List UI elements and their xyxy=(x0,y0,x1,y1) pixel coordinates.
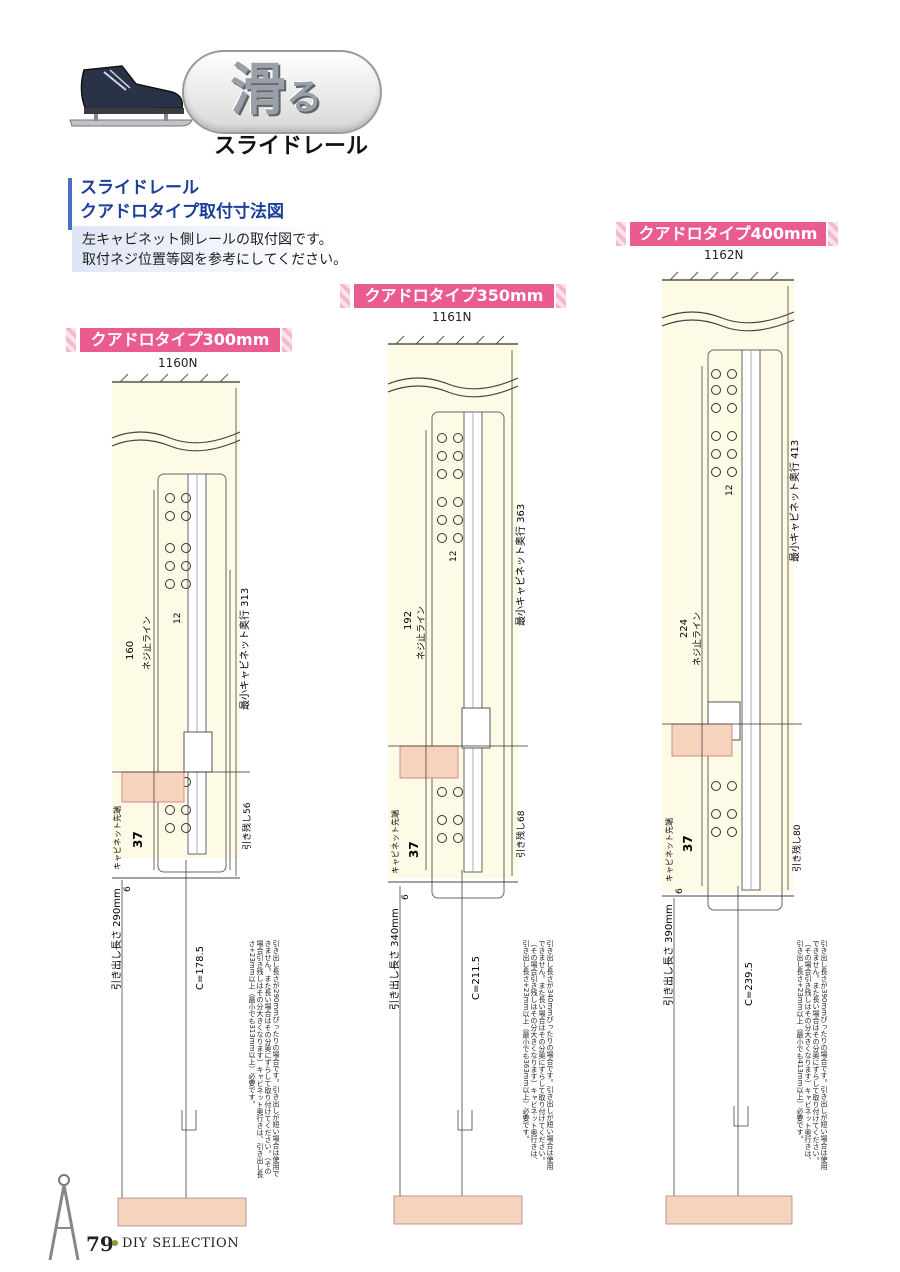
dim-6: 6 xyxy=(675,888,685,894)
section-title: スライドレール クアドロタイプ取付寸法図 xyxy=(80,176,284,224)
section-title-line1: スライドレール xyxy=(80,178,199,198)
leftover-label: 引き残し80 xyxy=(791,824,803,872)
section-description: 左キャビネット側レールの取付図です。 取付ネジ位置等図を参考にしてください。 xyxy=(82,230,347,270)
drawing-400mm: 224 ネジ止ライン 最小キャビネット奥行 413 引き残し80 キャビネット先… xyxy=(661,271,803,1225)
label-decoration xyxy=(828,222,838,246)
dim-6: 6 xyxy=(123,886,133,892)
front-highlight xyxy=(121,771,185,803)
label-decoration xyxy=(66,328,76,352)
label-350mm: クアドロタイプ350mm xyxy=(354,284,554,308)
c-value: C=211.5 xyxy=(471,956,482,1000)
drawer-front xyxy=(393,1195,523,1225)
label-decoration xyxy=(556,284,566,308)
label-decoration xyxy=(616,222,626,246)
label-decoration xyxy=(282,328,292,352)
section-desc-bg xyxy=(72,226,332,272)
section-title-line2: クアドロタイプ取付寸法図 xyxy=(80,202,284,222)
dim-main: 224 xyxy=(679,619,690,638)
drawing-300mm: 160 ネジ止ライン 最小キャビネット奥行 313 引き残し56 キャビネット先… xyxy=(110,373,253,1227)
footer-brand: DIY SELECTION xyxy=(122,1236,240,1251)
cabinet-edge-label: キャビネット先端 xyxy=(390,810,400,874)
c-value: C=178.5 xyxy=(195,946,206,990)
model-1162n: 1162N xyxy=(704,248,744,262)
note-300mm: 引き出し長さが290mmぴったりの場合です。引き出しが短い場合は使用できません。… xyxy=(248,940,280,1178)
model-1161n: 1161N xyxy=(432,310,472,324)
pull-length: 引き出し長さ 290mm xyxy=(110,888,123,990)
section-desc-line1: 左キャビネット側レールの取付図です。 xyxy=(82,232,333,248)
compass-icon xyxy=(48,1174,80,1261)
screw-line-label: ネジ止ライン xyxy=(691,612,703,666)
screw-line-label: ネジ止ライン xyxy=(141,616,153,670)
leftover-label: 引き残し68 xyxy=(515,810,527,858)
title-badge xyxy=(182,50,382,134)
model-1160n: 1160N xyxy=(158,356,198,370)
cabinet-edge-label: キャビネット先端 xyxy=(112,806,122,870)
screw-line-label: ネジ止ライン xyxy=(415,606,427,660)
depth-label: 最小キャビネット奥行 363 xyxy=(514,504,527,626)
label-400mm: クアドロタイプ400mm xyxy=(630,222,826,246)
dim-37: 37 xyxy=(407,841,421,858)
footer-bullet xyxy=(112,1240,118,1246)
drawing-350mm: 192 ネジ止ライン 最小キャビネット奥行 363 引き残し68 キャビネット先… xyxy=(387,335,528,1225)
drawer-front xyxy=(665,1195,793,1225)
section-desc-line2: 取付ネジ位置等図を参考にしてください。 xyxy=(82,252,348,268)
dim-12: 12 xyxy=(173,613,183,624)
cabinet-edge-label: キャビネット先端 xyxy=(664,818,674,882)
title-kanji: 滑 xyxy=(230,58,286,123)
page-subtitle: スライドレール xyxy=(214,134,369,159)
dim-37: 37 xyxy=(131,831,145,848)
pull-length: 引き出し長さ 340mm xyxy=(388,908,401,1010)
drawer-front xyxy=(117,1197,247,1227)
title-kana: る xyxy=(286,77,323,118)
title-glyphs: 滑る xyxy=(230,56,350,126)
dim-37: 37 xyxy=(681,835,695,852)
dim-6: 6 xyxy=(401,894,411,900)
page-number: 79 xyxy=(86,1232,114,1256)
front-highlight xyxy=(399,745,459,779)
cabinet-area xyxy=(388,342,518,878)
label-decoration xyxy=(340,284,350,308)
depth-label: 最小キャビネット奥行 313 xyxy=(238,588,251,710)
dim-main: 160 xyxy=(125,641,136,660)
leftover-label: 引き残し56 xyxy=(241,802,253,850)
dim-12: 12 xyxy=(725,485,735,496)
dim-12: 12 xyxy=(449,551,459,562)
pull-length: 引き出し長さ 390mm xyxy=(662,904,675,1006)
c-value: C=239.5 xyxy=(744,962,755,1006)
cabinet-area xyxy=(662,278,794,892)
depth-label: 最小キャビネット奥行 413 xyxy=(788,440,801,562)
note-400mm: 引き出し長さが390mmぴったりの場合です。引き出しが短い場合は使用できません。… xyxy=(796,940,828,1170)
note-350mm: 引き出し長さが340mmぴったりの場合です。引き出しが短い場合は使用できません。… xyxy=(522,940,554,1170)
dim-main: 192 xyxy=(403,611,414,630)
section-bar xyxy=(68,178,72,230)
label-300mm: クアドロタイプ300mm xyxy=(80,328,280,352)
ice-skate-icon xyxy=(69,65,193,127)
